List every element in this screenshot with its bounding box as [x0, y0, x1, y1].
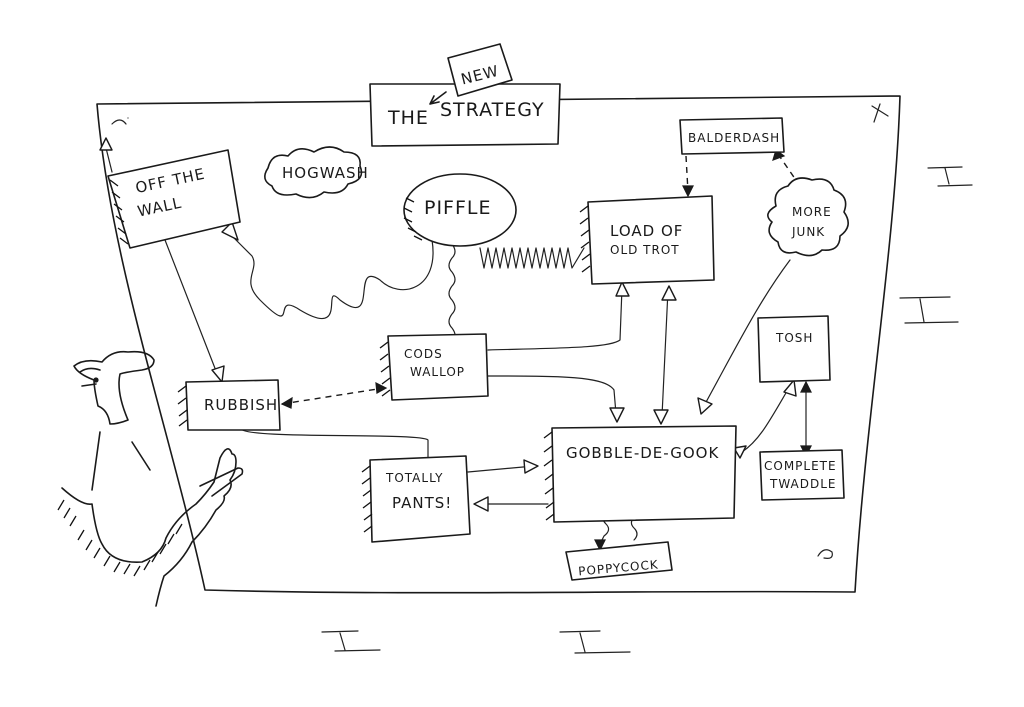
- arrow-icon: [661, 285, 677, 301]
- more-junk-line1: MORE: [792, 205, 832, 219]
- arrow-icon: [99, 137, 113, 151]
- node-off-the-wall: OFF THE WALL: [107, 149, 241, 249]
- hogwash-label: HOGWASH: [282, 164, 369, 182]
- connectors: [99, 137, 812, 552]
- pin-icon: [817, 549, 833, 559]
- node-balderdash: BALDERDASH: [679, 117, 785, 155]
- presenter-figure: [57, 350, 244, 607]
- node-poppycock: POPPYCOCK: [565, 541, 673, 581]
- presenter-eye-icon: [81, 383, 97, 387]
- arrow-icon: [697, 397, 713, 415]
- new-tag: [447, 43, 513, 97]
- node-rubbish: RUBBISH: [177, 379, 281, 431]
- arrow-icon: [594, 539, 606, 552]
- node-more-junk: MORE JUNK: [767, 177, 849, 257]
- arrow-icon: [211, 365, 225, 383]
- node-tosh: TOSH: [757, 315, 831, 383]
- arrow-icon: [221, 221, 239, 241]
- node-cods-wallop: CODS WALLOP: [379, 333, 489, 401]
- arrow-icon: [523, 459, 539, 474]
- load-of-old-trot-line2: OLD TROT: [610, 243, 680, 257]
- node-totally-pants: TOTALLY PANTS!: [361, 455, 471, 543]
- tosh-label: TOSH: [775, 331, 813, 345]
- presenter-sleeve-hatch: [57, 499, 183, 577]
- node-load-of-old-trot: LOAD OF OLD TROT: [579, 195, 715, 285]
- arrow-icon: [473, 496, 489, 512]
- arrow-icon: [609, 407, 625, 423]
- title-the: THE: [387, 107, 429, 129]
- totally-pants-line1: TOTALLY: [385, 471, 444, 485]
- arrow-icon: [800, 380, 812, 393]
- cods-wallop-line2: WALLOP: [410, 365, 465, 379]
- pin-icon: [871, 103, 889, 123]
- piffle-label: PIFFLE: [424, 197, 492, 219]
- totally-pants-line2: PANTS!: [392, 494, 452, 512]
- title-card: THE STRATEGY NEW: [369, 43, 561, 147]
- gobble-de-gook-label: GOBBLE-DE-GOOK: [566, 444, 719, 462]
- rubbish-label: RUBBISH: [204, 396, 278, 414]
- load-of-old-trot-line1: LOAD OF: [610, 222, 683, 240]
- arrow-icon: [733, 445, 747, 459]
- more-junk-line2: JUNK: [791, 225, 825, 239]
- arrow-icon: [615, 281, 630, 297]
- balderdash-label: BALDERDASH: [688, 131, 780, 145]
- arrow-icon: [783, 379, 797, 397]
- title-strategy: STRATEGY: [440, 99, 545, 121]
- node-hogwash: HOGWASH: [264, 146, 369, 199]
- insert-caret-icon: [429, 91, 447, 105]
- arrow-icon: [375, 381, 388, 394]
- arrow-icon: [682, 185, 694, 198]
- node-piffle: PIFFLE: [403, 173, 517, 247]
- node-gobble-de-gook: GOBBLE-DE-GOOK: [543, 425, 737, 523]
- presenter-head: [73, 350, 155, 425]
- complete-twaddle-line2: TWADDLE: [769, 477, 837, 491]
- pointing-finger-icon: [199, 467, 244, 497]
- wall-brick-marks: [321, 166, 973, 654]
- complete-twaddle-line1: COMPLETE: [764, 459, 837, 473]
- node-complete-twaddle: COMPLETE TWADDLE: [759, 449, 845, 501]
- arrow-icon: [653, 409, 669, 425]
- arrow-icon: [280, 396, 293, 409]
- cods-wallop-line1: CODS: [404, 347, 443, 361]
